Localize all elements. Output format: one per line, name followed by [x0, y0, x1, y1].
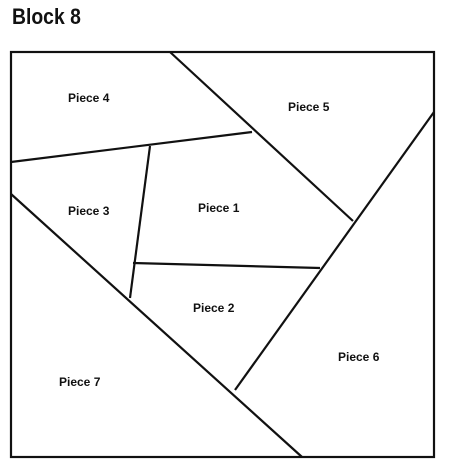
label-piece-3: Piece 3 — [68, 204, 110, 218]
seam-piece4-piece3 — [10, 130, 253, 164]
label-piece-1: Piece 1 — [198, 201, 240, 215]
block-border — [9, 50, 436, 459]
label-piece-4: Piece 4 — [68, 91, 110, 105]
seam-piece6-diagonal — [234, 111, 435, 391]
seam-piece7-diagonal — [10, 193, 303, 458]
seam-piece1-piece2 — [132, 261, 321, 270]
label-piece-6: Piece 6 — [338, 350, 380, 364]
seam-piece5-diagonal — [169, 51, 354, 222]
label-piece-7: Piece 7 — [59, 375, 101, 389]
label-piece-5: Piece 5 — [288, 100, 330, 114]
label-piece-2: Piece 2 — [193, 301, 235, 315]
seam-piece3-piece1 — [128, 145, 152, 299]
block-title: Block 8 — [12, 4, 81, 29]
